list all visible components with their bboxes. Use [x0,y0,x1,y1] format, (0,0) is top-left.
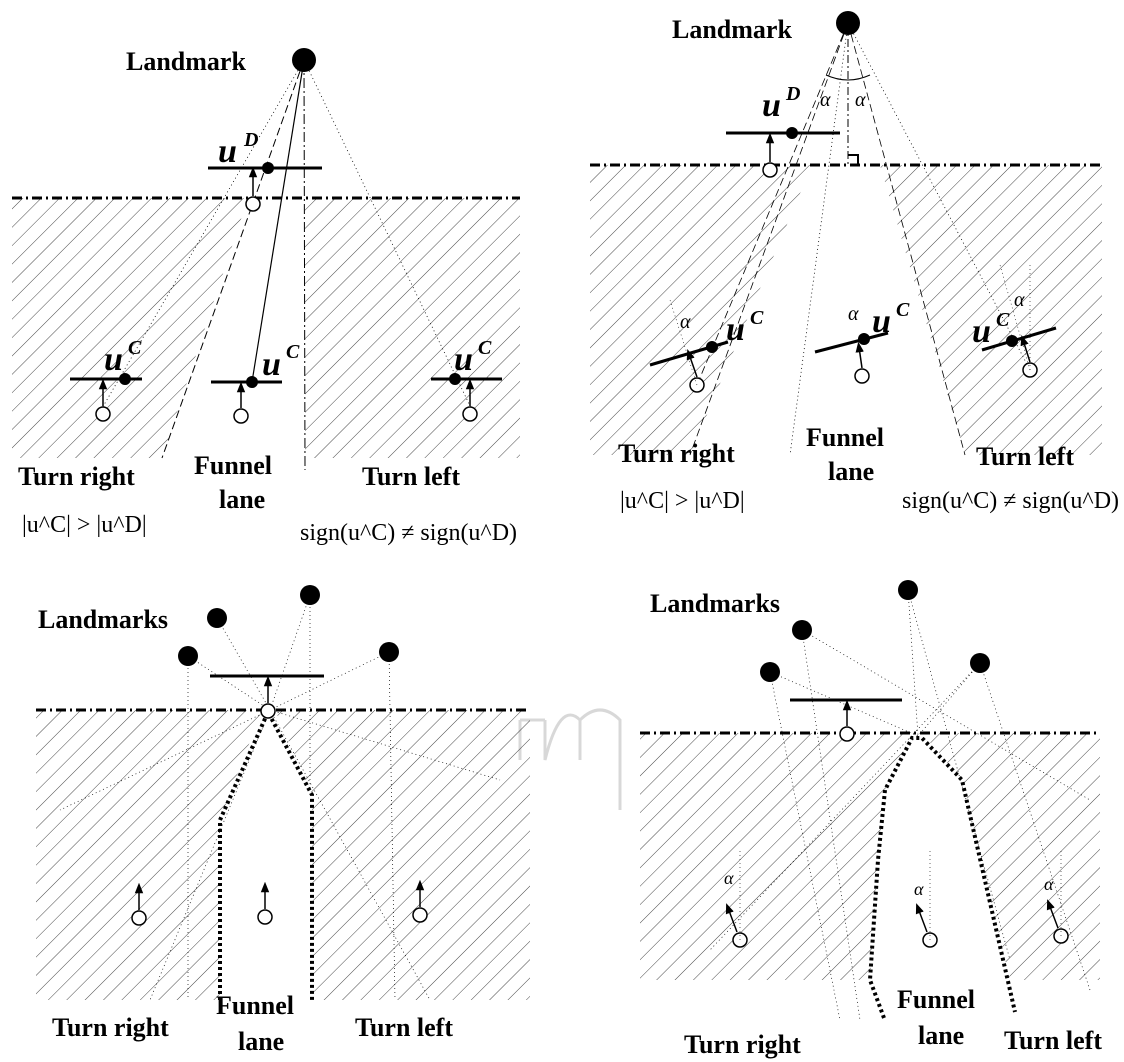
hatched-region-right [275,710,530,1000]
panel-bottom-left: Landmarks Turn right Funnel lane Turn le… [36,585,530,1056]
landmark-label: Landmark [672,15,792,44]
u-current-sup-right: C [128,337,142,359]
turn-left-label: Turn left [1004,1026,1102,1055]
lane-label: lane [219,485,265,514]
turn-left-label: Turn left [355,1013,453,1042]
landmarks-label: Landmarks [38,605,168,634]
alpha-label-funnel: α [914,879,924,899]
u-current-label-left: u [454,341,473,378]
hatched-region-right [922,733,1100,980]
u-current-label-right: u [104,341,123,378]
u-current-label-funnel: u [872,303,891,340]
landmark-label: Landmark [126,47,246,76]
robot-turn-right [95,406,111,422]
robot-funnel [854,368,870,384]
panel-top-left: Landmark u D u C u C u C Turn right Funn… [12,47,520,546]
robot-turn-right [131,910,147,926]
robot-turn-left [462,406,478,422]
robot-desired [762,162,778,178]
robot-funnel [233,408,249,424]
u-current-label-funnel: u [262,346,281,383]
turn-right-label: Turn right [684,1030,801,1059]
u-current-sup-left: C [996,309,1010,331]
condition-left: sign(u^C) ≠ sign(u^D) [902,488,1119,514]
landmarks-label: Landmarks [650,589,780,618]
u-desired-label: u [218,133,237,170]
funnel-label: Funnel [806,423,884,452]
alpha-label-1: α [820,89,831,111]
robot-desired [260,703,276,719]
image-plane-left [981,326,1057,352]
image-plane-funnel [814,331,889,354]
condition-right: |u^C| > |u^D| [620,488,745,514]
alpha-label-left: α [1044,874,1054,894]
turn-left-label: Turn left [976,442,1074,471]
lane-label: lane [828,457,874,486]
u-current-label-left: u [972,313,991,350]
alpha-label-funnel: α [848,303,859,325]
alpha-label-2: α [855,89,866,111]
robot-turn-left [412,907,428,923]
funnel-boundary [218,707,314,1000]
lane-label: lane [918,1021,964,1050]
alpha-label-right: α [680,311,691,333]
turn-left-label: Turn left [362,462,460,491]
hatched-region-left [36,710,262,1000]
hatched-region-left [12,198,248,458]
turn-right-label: Turn right [18,462,135,491]
condition-right: |u^C| > |u^D| [22,512,147,538]
hatched-region-left [640,733,912,980]
hatched-region-left [590,165,812,455]
hatched-region-right [305,198,520,458]
watermark-logo [518,708,622,810]
u-desired-sup: D [785,83,800,105]
u-current-sup-funnel: C [286,341,300,363]
u-desired-label: u [762,87,781,124]
turn-right-label: Turn right [618,439,735,468]
robot-desired [245,196,261,212]
alpha-label-left: α [1014,289,1025,311]
u-desired-sup: D [243,129,258,151]
robot-funnel [257,909,273,925]
funnel-label: Funnel [897,985,975,1014]
panel-bottom-right: α α α Landmarks Turn right Funnel lane T… [640,580,1102,1059]
funnel-boundary [867,736,1017,1019]
u-current-sup-left: C [478,337,492,359]
turn-right-label: Turn right [52,1013,169,1042]
lane-label: lane [238,1027,284,1056]
robot-desired [839,726,855,742]
u-current-sup-right: C [750,307,764,329]
condition-left: sign(u^C) ≠ sign(u^D) [300,520,517,546]
funnel-label: Funnel [216,991,294,1020]
alpha-label-right: α [724,868,734,888]
panel-top-right: α α α α α Landmark u D u C u C u C [590,11,1119,514]
hatched-region-right [880,165,1102,455]
u-current-label-right: u [726,311,745,348]
funnel-label: Funnel [194,451,272,480]
u-current-sup-funnel: C [896,299,910,321]
